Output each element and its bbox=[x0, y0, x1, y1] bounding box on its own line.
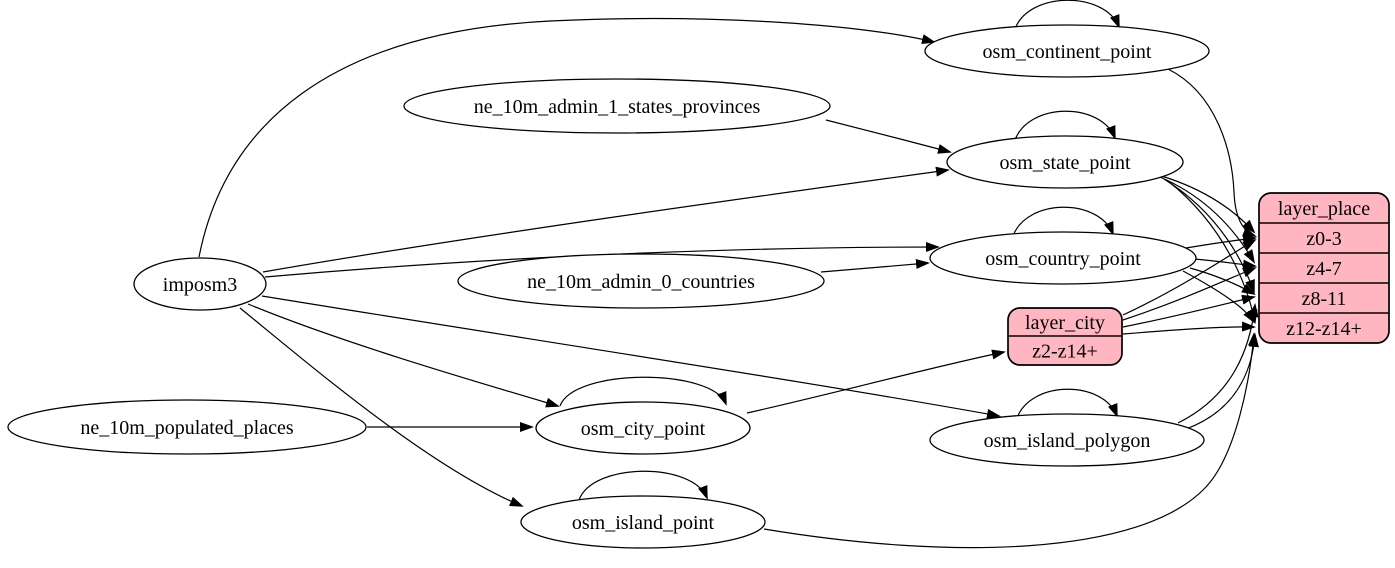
node-label: ne_10m_admin_1_states_provinces bbox=[474, 96, 761, 118]
record-row-label: z0-3 bbox=[1306, 228, 1342, 250]
node-label: osm_continent_point bbox=[983, 41, 1152, 63]
node-label: osm_island_polygon bbox=[984, 430, 1151, 452]
edge-osm_country_point->layer_place:z4-7 bbox=[1193, 258, 1257, 270]
node-ne_10m_populated_places: ne_10m_populated_places bbox=[7, 399, 367, 455]
edge-osm_state_point->osm_state_point bbox=[1014, 110, 1116, 141]
edge-osm_city_point->osm_city_point bbox=[559, 376, 727, 407]
edge-osm_state_point->layer_place:z0-3 bbox=[1154, 173, 1256, 234]
node-label: osm_country_point bbox=[985, 248, 1141, 270]
node-layer_city: layer_city z2-z14+ bbox=[1007, 307, 1123, 366]
edge-osm_continent_point->layer_place:z0-3 bbox=[1167, 68, 1257, 237]
edge-imposm3->osm_island_point bbox=[239, 307, 524, 507]
edge-osm_country_point->layer_place:z0-3 bbox=[1185, 234, 1257, 249]
node-label: ne_10m_populated_places bbox=[80, 417, 293, 439]
edge-imposm3->osm_continent_point bbox=[198, 17, 936, 258]
table-ellipse bbox=[7, 399, 367, 455]
record-title: layer_place bbox=[1278, 198, 1370, 220]
table-ellipse bbox=[133, 257, 267, 311]
node-ne_10m_admin_0_countries: ne_10m_admin_0_countries bbox=[457, 253, 825, 309]
edge-osm_country_point->layer_place:z8-11 bbox=[1189, 267, 1256, 296]
table-ellipse bbox=[520, 495, 766, 549]
edge-layer_city->layer_place:z12-z14+ bbox=[1122, 321, 1256, 335]
edge-osm_island_polygon->layer_place:z12-z14+ bbox=[1185, 333, 1259, 430]
edge-osm_island_polygon->osm_island_polygon bbox=[1016, 388, 1118, 419]
edge-osm_island_point->layer_place:z12-z14+ bbox=[763, 332, 1258, 549]
node-layer_place: layer_place z0-3 z4-7 z8-11 z12-z14+ bbox=[1258, 192, 1390, 344]
edge-osm_state_point->layer_place:z8-11 bbox=[1163, 178, 1255, 294]
record-row-label: z2-z14+ bbox=[1032, 341, 1098, 363]
record-row-label: z4-7 bbox=[1306, 258, 1342, 280]
edge-layer_city->layer_place:z4-7 bbox=[1122, 267, 1257, 321]
edge-layer_city->layer_place:z0-3 bbox=[1122, 238, 1257, 316]
edge-imposm3->osm_state_point bbox=[262, 166, 950, 273]
record-title: layer_city bbox=[1025, 312, 1105, 334]
node-label: ne_10m_admin_0_countries bbox=[527, 271, 755, 293]
edge-osm_country_point->layer_place:z12-z14+ bbox=[1182, 270, 1256, 324]
edge-ne_10m_admin_1_states_provinces->osm_state_point bbox=[825, 119, 952, 154]
edge-osm_state_point->layer_place:z4-7 bbox=[1159, 176, 1256, 264]
table-ellipse bbox=[946, 135, 1184, 189]
node-osm_state_point: osm_state_point bbox=[946, 135, 1184, 189]
record-box bbox=[1258, 192, 1390, 344]
record-row-label: z12-z14+ bbox=[1286, 318, 1362, 340]
node-label: osm_city_point bbox=[581, 418, 706, 440]
node-osm_island_point: osm_island_point bbox=[520, 495, 766, 549]
table-ellipse bbox=[929, 231, 1197, 285]
node-ne_10m_admin_1_states_provinces: ne_10m_admin_1_states_provinces bbox=[403, 78, 831, 134]
node-label: osm_island_point bbox=[572, 512, 715, 534]
node-imposm3: imposm3 bbox=[133, 257, 267, 311]
nodes-group: imposm3 ne_10m_admin_1_states_provincesne… bbox=[7, 24, 1390, 549]
table-ellipse bbox=[929, 413, 1205, 467]
edge-imposm3->osm_island_polygon bbox=[261, 295, 1001, 419]
edge-osm_island_polygon->layer_place:z8-11 bbox=[1177, 303, 1259, 424]
node-osm_country_point: osm_country_point bbox=[929, 231, 1197, 285]
table-ellipse bbox=[403, 78, 831, 134]
edge-imposm3->osm_city_point bbox=[247, 303, 560, 408]
table-ellipse bbox=[924, 24, 1210, 78]
node-label: imposm3 bbox=[163, 274, 237, 296]
edge-osm_city_point->layer_city:z2-z14+ bbox=[746, 349, 1006, 414]
edge-osm_country_point->osm_country_point bbox=[1012, 206, 1114, 237]
table-ellipse bbox=[457, 253, 825, 309]
edge-ne_10m_admin_0_countries->osm_country_point bbox=[820, 259, 930, 273]
node-osm_island_polygon: osm_island_polygon bbox=[929, 413, 1205, 467]
node-label: osm_state_point bbox=[999, 152, 1131, 174]
record-row-label: z8-11 bbox=[1302, 288, 1347, 310]
node-osm_continent_point: osm_continent_point bbox=[924, 24, 1210, 78]
edge-osm_island_point->osm_island_point bbox=[578, 470, 708, 501]
node-osm_city_point: osm_city_point bbox=[535, 401, 751, 455]
table-ellipse bbox=[535, 401, 751, 455]
edge-layer_city->layer_place:z8-11 bbox=[1122, 294, 1256, 328]
edge-osm_continent_point->osm_continent_point bbox=[1014, 0, 1120, 30]
edges-group bbox=[198, 0, 1259, 549]
